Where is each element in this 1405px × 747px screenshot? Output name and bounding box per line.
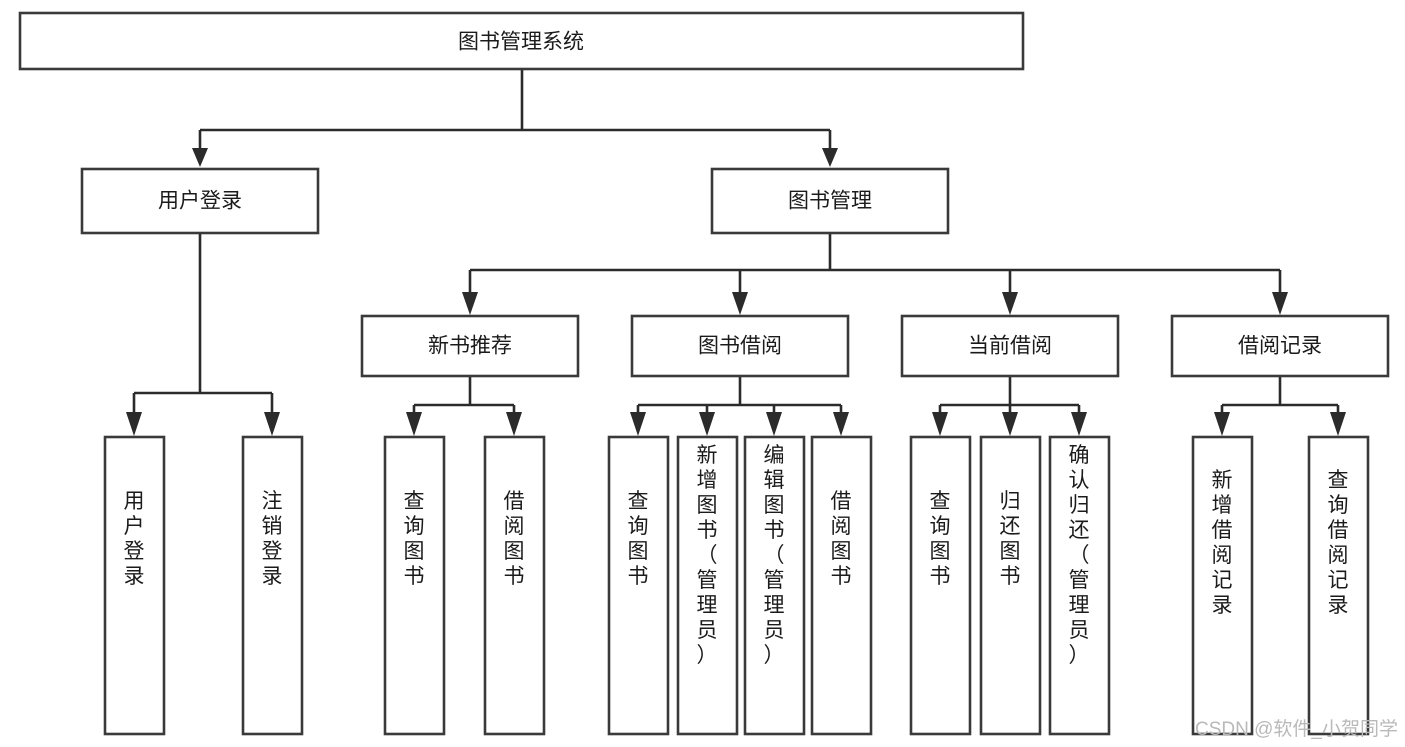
node-current-borrow[interactable]: 当前借阅 — [900, 314, 1120, 378]
arrow-head-icon — [1330, 412, 1346, 436]
node-book-manage[interactable]: 图书管理 — [710, 167, 950, 235]
node-borrow-record-box[interactable] — [1170, 314, 1390, 378]
node-book-manage-box[interactable] — [710, 167, 950, 235]
arrow-head-icon — [406, 412, 422, 436]
node-borrow-record[interactable]: 借阅记录 — [1170, 314, 1390, 378]
node-new-book-rec[interactable]: 新书推荐 — [360, 314, 580, 378]
node-leaf-borrow-book-b[interactable]: 借阅图书 — [810, 435, 873, 736]
node-root-label: 图书管理系统 — [458, 31, 584, 54]
arrow-head-icon — [1272, 292, 1288, 315]
node-leaf-user-login-label: 用户登录 — [124, 490, 145, 588]
node-leaf-return-book-box[interactable] — [979, 435, 1042, 736]
arrow-head-icon — [462, 292, 478, 315]
node-leaf-return-book-label: 归还图书 — [1000, 490, 1021, 588]
node-book-borrow-box[interactable] — [630, 314, 850, 378]
node-user-login[interactable]: 用户登录 — [80, 167, 320, 235]
node-leaf-edit-book-box[interactable] — [743, 435, 806, 736]
arrow-head-icon — [699, 412, 715, 436]
node-new-book-rec-label: 新书推荐 — [428, 335, 512, 358]
node-leaf-borrow-book-b-label: 借阅图书 — [831, 490, 852, 588]
arrow-head-icon — [1214, 412, 1230, 436]
arrow-head-icon — [126, 412, 142, 436]
node-leaf-query-record-box[interactable] — [1307, 435, 1370, 736]
node-leaf-borrow-book-b-box[interactable] — [810, 435, 873, 736]
node-book-borrow[interactable]: 图书借阅 — [630, 314, 850, 378]
node-current-borrow-label: 当前借阅 — [968, 335, 1052, 358]
node-leaf-query-book-c[interactable]: 查询图书 — [909, 435, 972, 736]
node-leaf-add-record-box[interactable] — [1191, 435, 1254, 736]
node-leaf-borrow-book-a-label: 借阅图书 — [504, 490, 525, 588]
node-book-borrow-label: 图书借阅 — [698, 335, 782, 358]
node-leaf-query-book-b-label: 查询图书 — [628, 490, 649, 588]
node-leaf-logout-label: 注销登录 — [262, 490, 283, 588]
node-leaf-logout-box[interactable] — [241, 435, 304, 736]
node-leaf-query-record[interactable]: 查询借阅记录 — [1307, 435, 1370, 736]
node-leaf-add-book-label: 新增图书（管理员） — [697, 444, 718, 667]
node-leaf-confirm-return-box[interactable] — [1048, 435, 1111, 736]
node-leaf-query-book-b-box[interactable] — [607, 435, 670, 736]
arrow-head-icon — [833, 412, 849, 436]
node-leaf-query-book-b[interactable]: 查询图书 — [607, 435, 670, 736]
node-leaf-edit-book-label: 编辑图书（管理员） — [764, 444, 785, 667]
node-current-borrow-box[interactable] — [900, 314, 1120, 378]
node-borrow-record-label: 借阅记录 — [1238, 335, 1322, 358]
node-leaf-add-book-box[interactable] — [676, 435, 739, 736]
arrow-head-icon — [1002, 412, 1018, 436]
connector-layer — [126, 69, 1346, 436]
arrow-head-icon — [192, 148, 208, 167]
node-leaf-logout[interactable]: 注销登录 — [241, 435, 304, 736]
node-root[interactable]: 图书管理系统 — [18, 11, 1025, 71]
arrow-head-icon — [506, 412, 522, 436]
node-leaf-add-record-label: 新增借阅记录 — [1212, 469, 1233, 617]
node-leaf-borrow-book-a-box[interactable] — [483, 435, 546, 736]
arrow-head-icon — [264, 412, 280, 436]
arrow-head-icon — [732, 292, 748, 315]
arrow-head-icon — [822, 148, 838, 167]
node-leaf-user-login[interactable]: 用户登录 — [103, 435, 166, 736]
arrow-head-icon — [932, 412, 948, 436]
node-leaf-confirm-return[interactable]: 确认归还（管理员） — [1048, 435, 1111, 736]
node-user-login-label: 用户登录 — [158, 190, 242, 213]
node-leaf-add-record[interactable]: 新增借阅记录 — [1191, 435, 1254, 736]
node-leaf-query-book-c-label: 查询图书 — [930, 490, 951, 588]
node-leaf-edit-book[interactable]: 编辑图书（管理员） — [743, 435, 806, 736]
node-new-book-rec-box[interactable] — [360, 314, 580, 378]
node-leaf-query-book-c-box[interactable] — [909, 435, 972, 736]
node-leaf-return-book[interactable]: 归还图书 — [979, 435, 1042, 736]
node-root-box[interactable] — [18, 11, 1025, 71]
arrow-head-icon — [766, 412, 782, 436]
node-leaf-confirm-return-label: 确认归还（管理员） — [1069, 444, 1090, 667]
arrow-head-icon — [1071, 412, 1087, 436]
watermark-label: CSDN @软件_小贺同学 — [1195, 718, 1398, 740]
node-book-manage-label: 图书管理 — [788, 190, 872, 213]
node-leaf-borrow-book-a[interactable]: 借阅图书 — [483, 435, 546, 736]
node-leaf-query-book-a[interactable]: 查询图书 — [383, 435, 446, 736]
node-leaf-user-login-box[interactable] — [103, 435, 166, 736]
arrow-head-icon — [1002, 292, 1018, 315]
node-leaf-query-book-a-box[interactable] — [383, 435, 446, 736]
node-leaf-query-book-a-label: 查询图书 — [404, 490, 425, 588]
arrow-head-icon — [630, 412, 646, 436]
node-leaf-add-book[interactable]: 新增图书（管理员） — [676, 435, 739, 736]
node-leaf-query-record-label: 查询借阅记录 — [1328, 469, 1349, 617]
node-user-login-box[interactable] — [80, 167, 320, 235]
